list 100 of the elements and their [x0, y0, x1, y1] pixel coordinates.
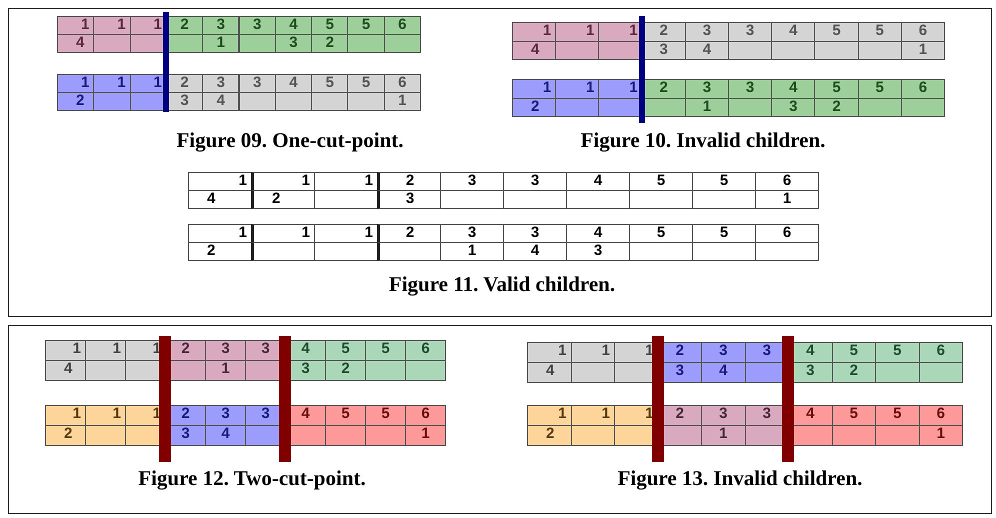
table-cell: 3	[205, 340, 246, 361]
table-cell: 4	[202, 92, 240, 111]
table-cell: 3	[238, 74, 276, 93]
table-cell: 1	[555, 79, 600, 98]
figure-caption: Figure 11. Valid children.	[388, 272, 616, 297]
table-cell: 1	[701, 425, 746, 446]
table-cell: 5	[347, 16, 385, 35]
figure-caption: Figure 13. Invalid children.	[618, 466, 862, 491]
table-cell: 3	[238, 16, 276, 35]
table-cell: 1	[527, 342, 572, 363]
table-cell: 2	[832, 362, 876, 383]
table-cell: 3	[202, 16, 240, 35]
table-cell: 1	[45, 340, 86, 361]
table-cell: 2	[57, 92, 94, 111]
table-cell: 5	[814, 79, 859, 98]
table-cell: 5	[858, 79, 902, 98]
table-cell: 2	[251, 190, 315, 209]
table-cell: 1	[900, 40, 945, 60]
table-cell: 2	[45, 425, 86, 446]
table-cell: 2	[188, 242, 252, 261]
table-cell: 6	[405, 340, 446, 361]
table-cell: 1	[918, 425, 963, 446]
table-cell: 3	[701, 405, 746, 426]
table-cell: 3	[728, 22, 772, 42]
table-cell: 1	[202, 34, 240, 53]
table-cell: 5	[875, 405, 920, 426]
table-cell: 5	[832, 405, 876, 426]
table-cell: 1	[570, 405, 615, 426]
table-cell: 3	[684, 22, 729, 42]
table-cell: 3	[566, 242, 630, 261]
table-cell: 4	[503, 242, 567, 261]
table-cell: 1	[527, 405, 572, 426]
table-cell: 3	[205, 405, 246, 426]
table-cell: 3	[728, 79, 772, 98]
table-cell: 1	[93, 16, 131, 35]
figure-caption: Figure 09. One-cut-point.	[176, 128, 404, 153]
table-cell: 6	[918, 342, 963, 363]
table-cell: 1	[57, 74, 94, 93]
table-cell: 1	[57, 16, 94, 35]
table-cell: 4	[274, 16, 312, 35]
table-cell: 3	[771, 98, 816, 117]
table-cell: 1	[512, 22, 556, 42]
figure-caption: Figure 10. Invalid children.	[580, 128, 826, 153]
table-cell: 4	[771, 79, 816, 98]
table-cell: 4	[771, 22, 816, 42]
table-cell: 4	[512, 40, 556, 60]
table-cell: 4	[188, 190, 252, 209]
table-cell: 6	[384, 16, 421, 35]
table-cell: 2	[377, 172, 441, 191]
table-cell: 3	[202, 74, 240, 93]
table-cell: 4	[57, 34, 94, 53]
table-cell: 5	[814, 22, 859, 42]
table-cell: 5	[347, 74, 385, 93]
table-cell: 5	[858, 22, 902, 42]
table-cell: 1	[93, 74, 131, 93]
table-cell: 5	[365, 405, 406, 426]
table-cell: 5	[365, 340, 406, 361]
table-cell: 5	[832, 342, 876, 363]
table-cell: 1	[755, 190, 819, 209]
table-cell: 6	[918, 405, 963, 426]
table-cell: 1	[188, 172, 252, 191]
table-cell: 1	[85, 405, 126, 426]
table-cell: 6	[384, 74, 421, 93]
table-cell: 5	[325, 340, 366, 361]
table-cell: 2	[325, 360, 366, 381]
table-cell: 6	[755, 224, 819, 243]
table-cell: 2	[527, 425, 572, 446]
table-cell: 4	[684, 40, 729, 60]
table-cell: 1	[205, 360, 246, 381]
table-cell: 1	[512, 79, 556, 98]
table-cell: 2	[311, 34, 348, 53]
table-cell: 1	[45, 405, 86, 426]
table-cell: 1	[684, 98, 729, 117]
table-cell: 1	[440, 242, 504, 261]
table-cell: 2	[377, 224, 441, 243]
table-cell: 1	[188, 224, 252, 243]
table-cell: 4	[527, 362, 572, 383]
table-cell: 4	[274, 74, 312, 93]
table-cell: 6	[900, 79, 945, 98]
table-cell: 4	[205, 425, 246, 446]
table-cell: 5	[311, 74, 348, 93]
table-cell: 1	[251, 172, 315, 191]
table-cell: 1	[384, 92, 421, 111]
figure-caption: Figure 12. Two-cut-point.	[138, 466, 366, 491]
table-cell: 3	[377, 190, 441, 209]
table-cell: 4	[701, 362, 746, 383]
table-cell: 5	[325, 405, 366, 426]
table-cell: 1	[251, 224, 315, 243]
table-cell: 1	[405, 425, 446, 446]
table-cell: 1	[85, 340, 126, 361]
table-cell: 5	[875, 342, 920, 363]
table-cell: 2	[512, 98, 556, 117]
table-cell: 6	[900, 22, 945, 42]
table-cell: 5	[311, 16, 348, 35]
table-cell: 1	[570, 342, 615, 363]
table-cell: 2	[814, 98, 859, 117]
table-cell: 4	[45, 360, 86, 381]
table-cell: 1	[555, 22, 600, 42]
table-cell: 6	[755, 172, 819, 191]
table-cell: 3	[684, 79, 729, 98]
